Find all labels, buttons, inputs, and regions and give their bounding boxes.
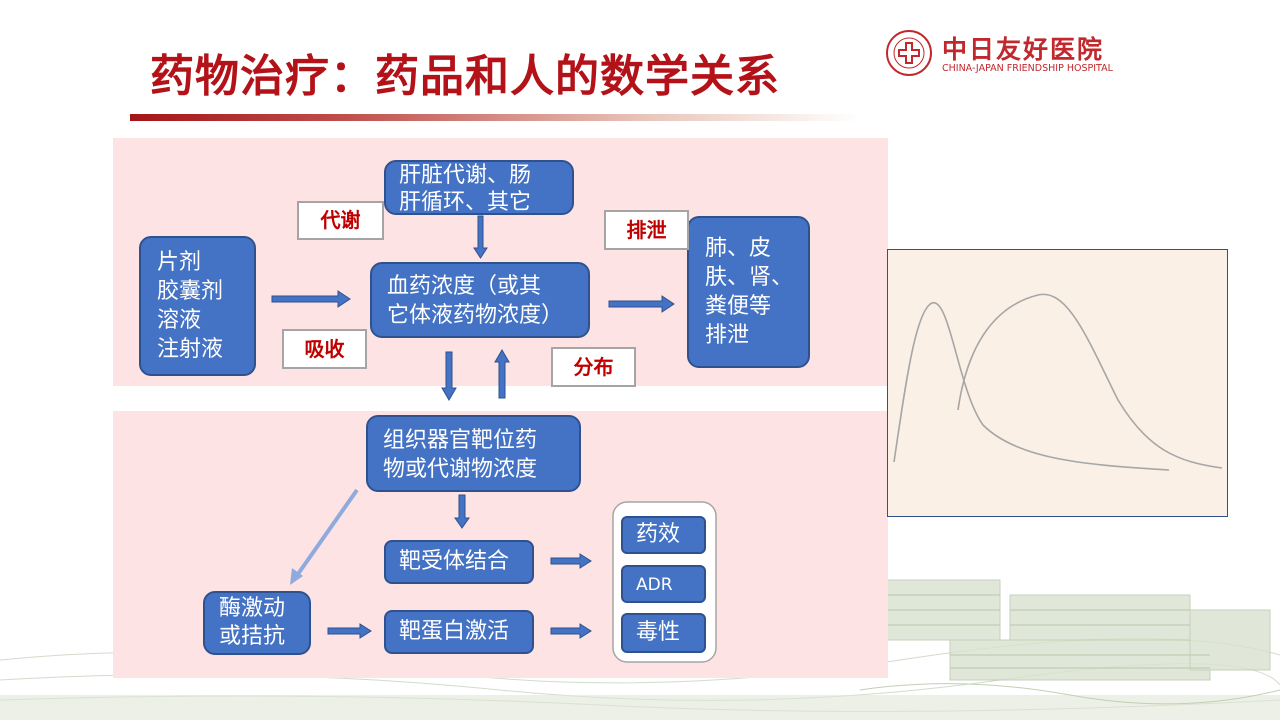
curve-fast-absorption (893, 302, 1170, 471)
distribution-label: 分布 (551, 347, 636, 387)
excretion-organs-text: 肺、皮 肤、肾、 粪便等 排泄 (705, 236, 794, 348)
curve-slow-absorption (957, 293, 1223, 469)
toxicity-node: 毒性 (621, 613, 706, 653)
metabolism-label: 代谢 (297, 201, 384, 240)
excretion-label: 排泄 (604, 210, 689, 250)
arrow-down-icon (441, 351, 457, 401)
arrow-down-icon (454, 494, 470, 529)
hospital-seal-icon (886, 30, 932, 76)
adr-text: ADR (636, 575, 673, 595)
toxicity-text: 毒性 (636, 620, 681, 645)
blood-concentration-node: 血药浓度（或其 它体液药物浓度） (370, 262, 590, 338)
logo-name-cn: 中日友好医院 (942, 35, 1105, 64)
concentration-curves (893, 293, 1223, 471)
dosage-forms-text: 片剂 胶囊剂 溶液 注射液 (157, 250, 224, 362)
adr-node: ADR (621, 565, 706, 603)
protein-activation-text: 靶蛋白激活 (399, 619, 510, 644)
protein-activation-node: 靶蛋白激活 (384, 610, 534, 654)
logo-name-en: CHINA-JAPAN FRIENDSHIP HOSPITAL (942, 63, 1113, 74)
title-underline (130, 114, 860, 121)
arrow-down-icon (473, 215, 488, 259)
hospital-sketch-background (0, 638, 1280, 720)
tissue-concentration-text: 组织器官靶位药 物或代谢物浓度 (383, 428, 538, 482)
arrow-right-icon (271, 290, 351, 308)
efficacy-node: 药效 (621, 516, 706, 554)
tissue-concentration-node: 组织器官靶位药 物或代谢物浓度 (366, 415, 581, 492)
enzyme-text: 酶激动 或拮抗 (219, 596, 286, 649)
page-title: 药物治疗：药品和人的数学关系 (150, 51, 780, 102)
arrow-diagonal-icon (290, 488, 359, 585)
excretion-organs-node: 肺、皮 肤、肾、 粪便等 排泄 (687, 216, 810, 368)
receptor-binding-text: 靶受体结合 (399, 549, 510, 574)
arrow-right-icon (327, 623, 372, 639)
dosage-forms-node: 片剂 胶囊剂 溶液 注射液 (139, 236, 256, 376)
efficacy-text: 药效 (636, 522, 681, 547)
liver-metabolism-text: 肝脏代谢、肠 肝循环、其它 (399, 163, 532, 215)
arrow-up-icon (494, 349, 510, 399)
enzyme-node: 酶激动 或拮抗 (203, 591, 311, 655)
arrow-right-icon (550, 623, 592, 639)
arrow-right-icon (550, 553, 592, 569)
hospital-building-sketch (860, 579, 1280, 705)
arrow-right-icon (608, 295, 675, 313)
blood-concentration-text: 血药浓度（或其 它体液药物浓度） (387, 274, 564, 328)
liver-metabolism-node: 肝脏代谢、肠 肝循环、其它 (384, 160, 574, 215)
concentration-curve-panel (887, 249, 1228, 517)
absorption-label: 吸收 (282, 329, 367, 369)
receptor-binding-node: 靶受体结合 (384, 540, 534, 584)
